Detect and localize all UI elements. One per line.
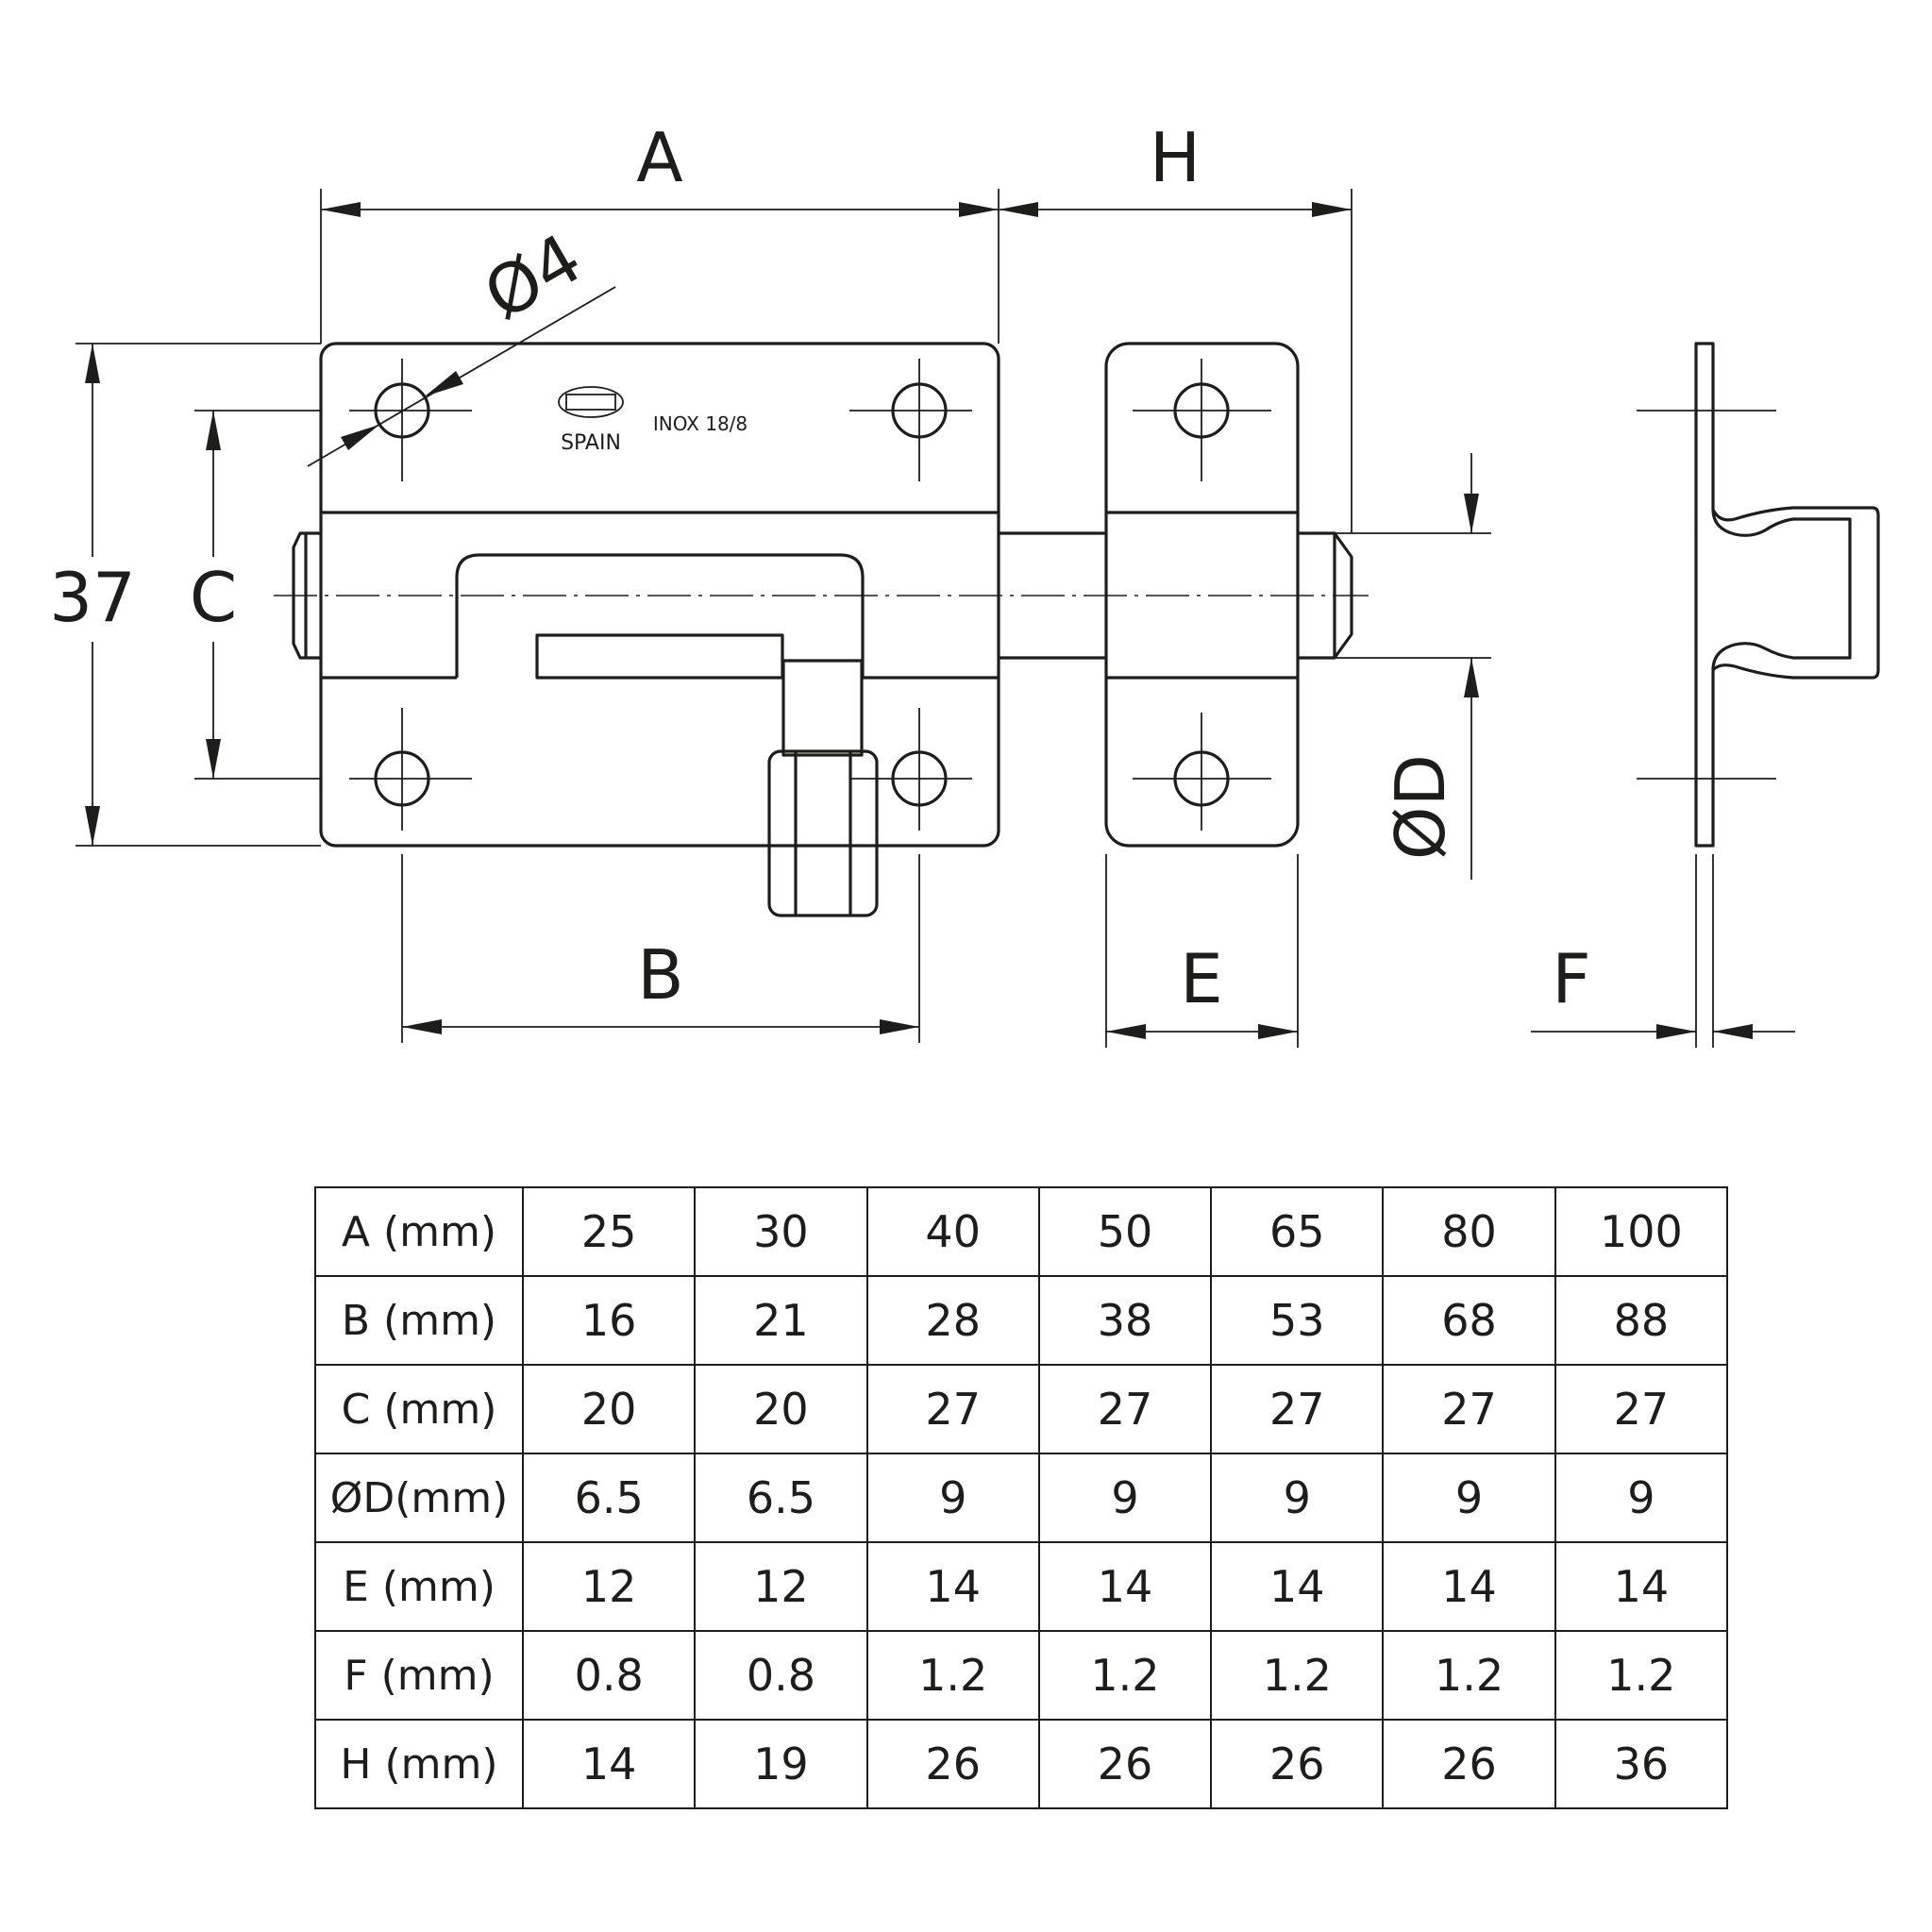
keeper-side-view xyxy=(1637,342,1880,848)
dimension-c-label: C xyxy=(190,558,237,637)
table-cell: 30 xyxy=(694,1186,868,1277)
dimension-a xyxy=(320,189,1000,344)
table-cell: 26 xyxy=(1210,1719,1385,1809)
table-cell: 27 xyxy=(865,1364,1040,1454)
table-cell: 27 xyxy=(1554,1364,1729,1454)
dimension-e-label: E xyxy=(1180,939,1223,1018)
table-cell: 9 xyxy=(1382,1453,1556,1543)
table-cell: 9 xyxy=(1037,1453,1213,1543)
dimension-d-label: ØD xyxy=(1381,754,1460,860)
dimension-height xyxy=(47,343,321,847)
dimension-f xyxy=(1531,854,1795,1048)
screw-holes xyxy=(374,382,1230,807)
table-cell: 14 xyxy=(1382,1541,1556,1632)
table-cell: 6.5 xyxy=(521,1453,697,1543)
table-cell: 21 xyxy=(694,1275,868,1366)
table-cell: 27 xyxy=(1382,1364,1556,1454)
row-label: F (mm) xyxy=(314,1630,524,1721)
dimension-height-label: 37 xyxy=(49,558,136,637)
dimension-f-label: F xyxy=(1552,939,1590,1018)
table-cell: 12 xyxy=(694,1541,868,1632)
hole-center-lines xyxy=(349,359,1271,831)
table-cell: 53 xyxy=(1210,1275,1385,1366)
table-cell: 1.2 xyxy=(865,1630,1040,1721)
row-label: A (mm) xyxy=(314,1186,524,1277)
table-cell: 14 xyxy=(1037,1541,1213,1632)
table-cell: 9 xyxy=(865,1453,1040,1543)
material-marking: INOX 18/8 xyxy=(653,412,748,435)
technical-drawing: SPAIN INOX 18/8 A H 37 C xyxy=(47,118,1880,1048)
table-cell: 40 xyxy=(865,1186,1040,1277)
row-label: B (mm) xyxy=(314,1275,524,1366)
dimension-e xyxy=(1105,854,1299,1048)
table-cell: 88 xyxy=(1554,1275,1729,1366)
dimension-h-label: H xyxy=(1150,118,1201,197)
row-label: E (mm) xyxy=(314,1541,524,1632)
table-cell: 14 xyxy=(1554,1541,1729,1632)
table-cell: 38 xyxy=(1037,1275,1213,1366)
dimension-hole xyxy=(307,286,616,467)
dimension-d xyxy=(1331,453,1491,880)
table-cell: 1.2 xyxy=(1382,1630,1556,1721)
table-cell: 0.8 xyxy=(694,1630,868,1721)
table-cell: 6.5 xyxy=(694,1453,868,1543)
dimension-b xyxy=(401,854,920,1043)
dimension-a-label: A xyxy=(636,118,682,197)
table-cell: 9 xyxy=(1554,1453,1729,1543)
table-cell: 14 xyxy=(1210,1541,1385,1632)
table-cell: 50 xyxy=(1037,1186,1213,1277)
table-cell: 68 xyxy=(1382,1275,1556,1366)
bolt-knob xyxy=(767,659,879,917)
table-cell: 1.2 xyxy=(1210,1630,1385,1721)
row-label: H (mm) xyxy=(314,1719,524,1809)
table-cell: 27 xyxy=(1037,1364,1213,1454)
bolt-shaft xyxy=(999,531,1106,660)
dimension-hole-label: Ø4 xyxy=(471,218,595,335)
bolt-base-plate xyxy=(319,342,1000,848)
table-cell: 65 xyxy=(1210,1186,1385,1277)
table-cell: 16 xyxy=(521,1275,697,1366)
table-cell: 36 xyxy=(1554,1719,1729,1809)
row-label: ØD(mm) xyxy=(314,1453,524,1543)
table-cell: 19 xyxy=(694,1719,868,1809)
brand-logo xyxy=(558,386,624,418)
row-label: C (mm) xyxy=(314,1364,524,1454)
table-cell: 100 xyxy=(1554,1186,1729,1277)
dimension-h xyxy=(999,189,1352,533)
table-cell: 26 xyxy=(1382,1719,1556,1809)
origin-marking: SPAIN xyxy=(561,431,621,455)
dimension-b-label: B xyxy=(637,935,683,1015)
table-cell: 20 xyxy=(521,1364,697,1454)
table-cell: 28 xyxy=(865,1275,1040,1366)
table-cell: 25 xyxy=(521,1186,697,1277)
table-cell: 14 xyxy=(521,1719,697,1809)
table-cell: 12 xyxy=(521,1541,697,1632)
table-cell: 26 xyxy=(1037,1719,1213,1809)
keeper-plate xyxy=(1104,342,1300,848)
table-cell: 1.2 xyxy=(1037,1630,1213,1721)
table-cell: 0.8 xyxy=(521,1630,697,1721)
table-cell: 9 xyxy=(1210,1453,1385,1543)
table-cell: 1.2 xyxy=(1554,1630,1729,1721)
table-cell: 27 xyxy=(1210,1364,1385,1454)
table-cell: 14 xyxy=(865,1541,1040,1632)
table-cell: 20 xyxy=(694,1364,868,1454)
table-cell: 80 xyxy=(1382,1186,1556,1277)
dimension-c xyxy=(179,410,321,780)
table-cell: 26 xyxy=(865,1719,1040,1809)
